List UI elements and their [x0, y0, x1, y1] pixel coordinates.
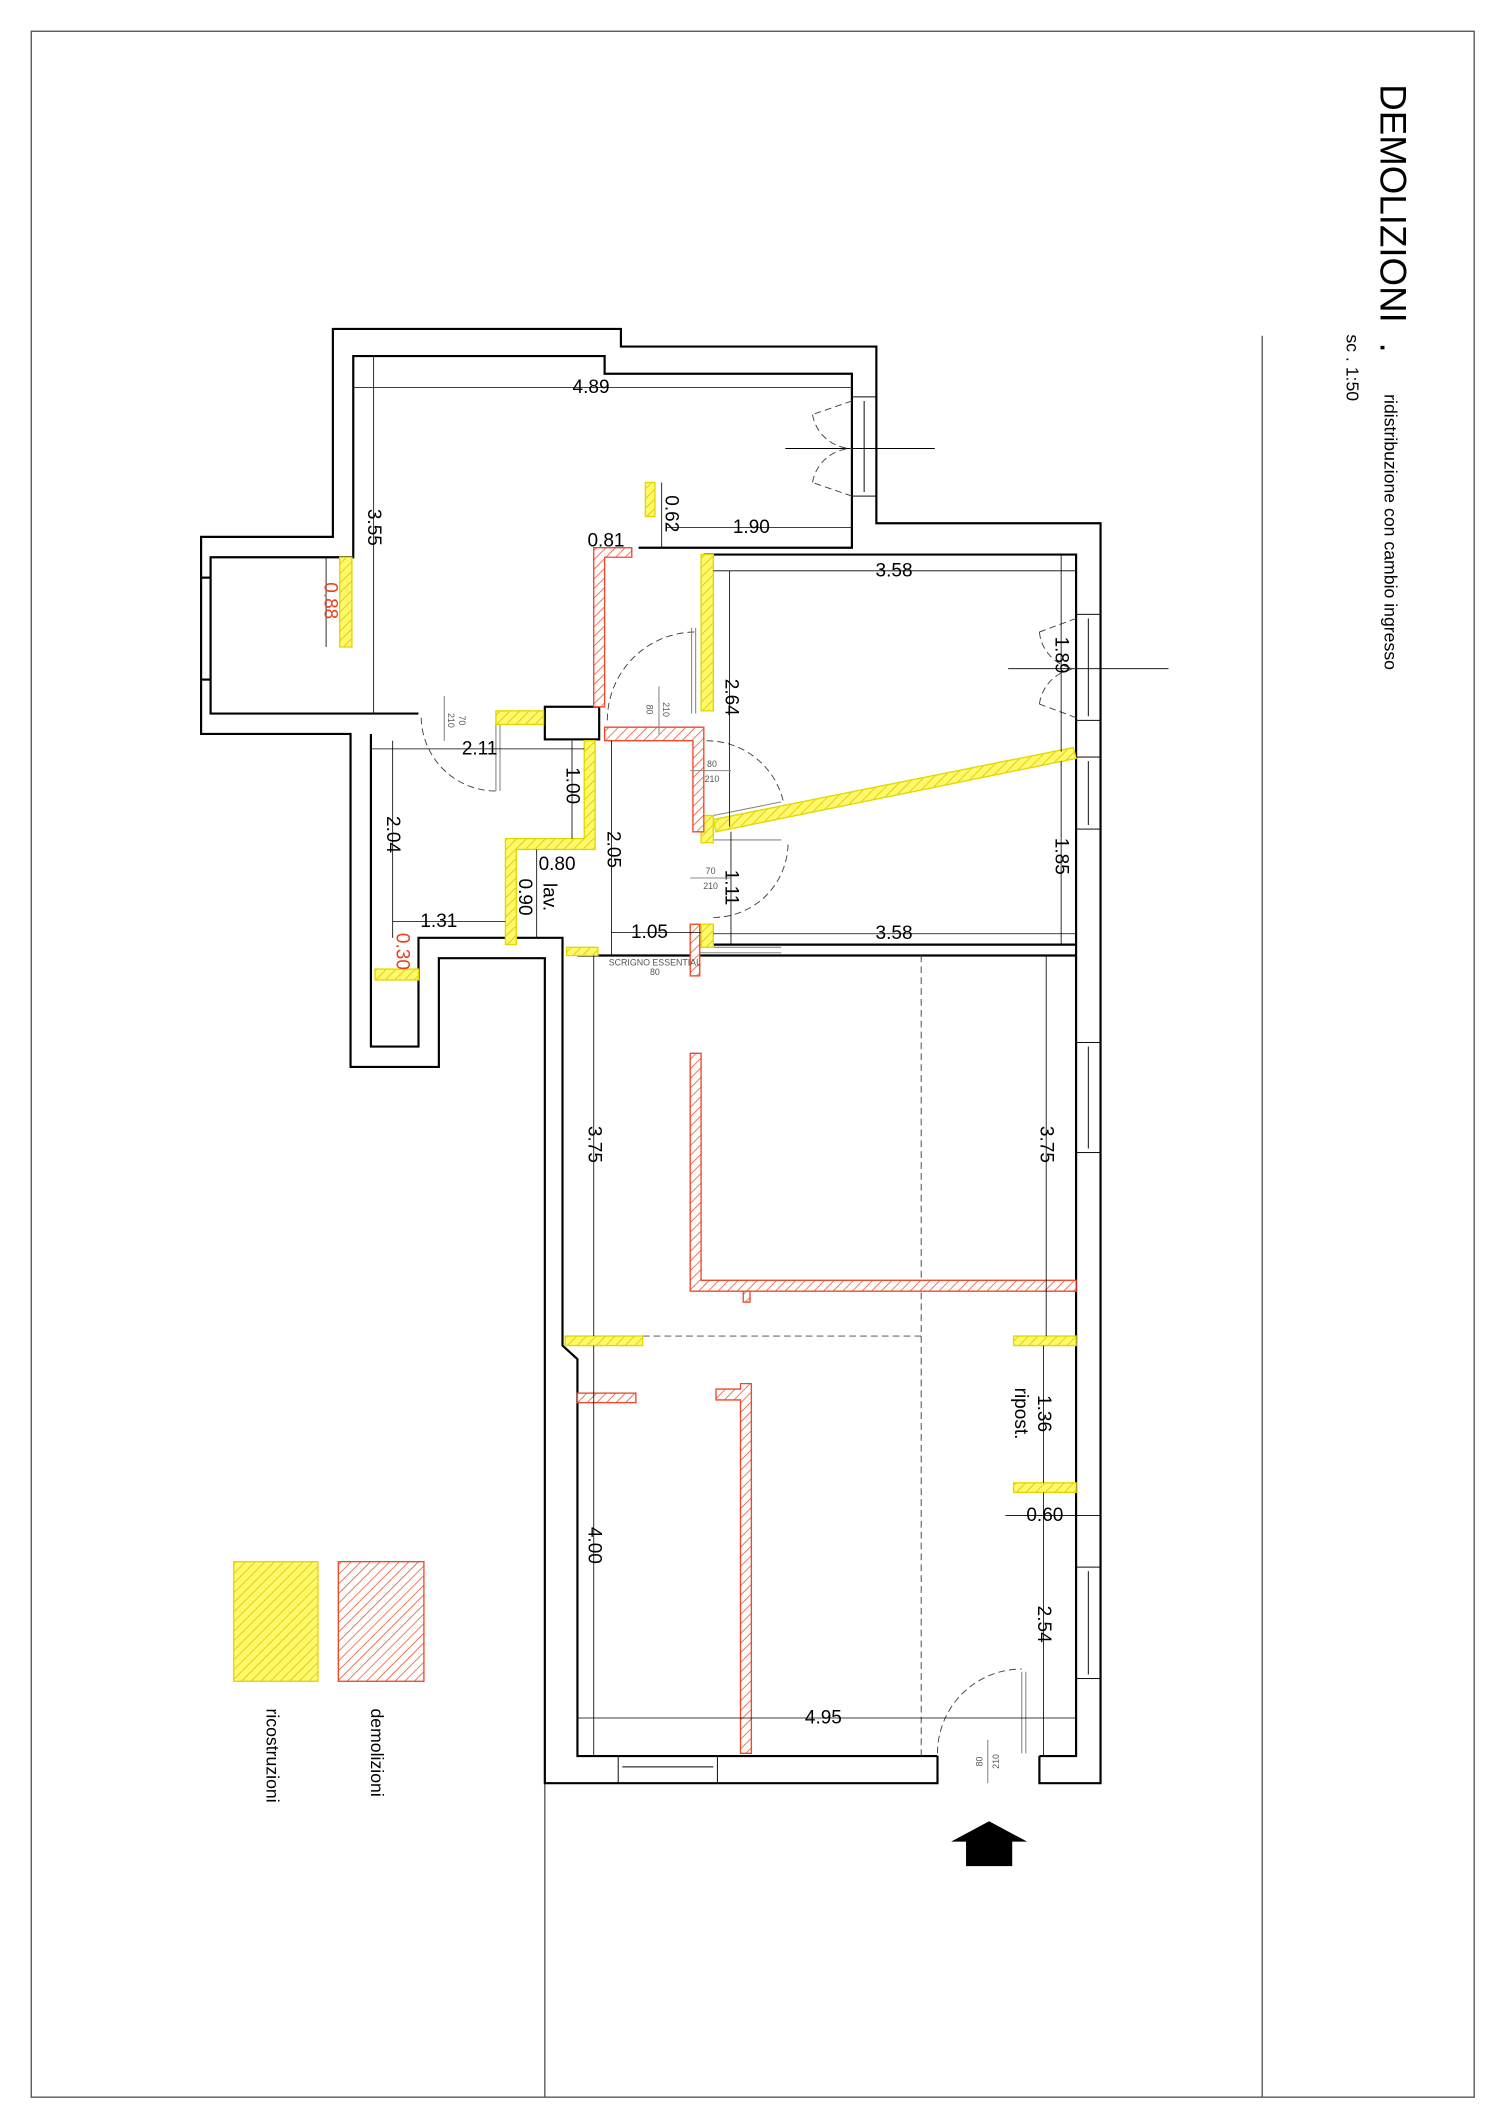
dim-label: 1.90: [733, 517, 770, 538]
dimension-lines: [325, 356, 1101, 1757]
dim-label: 4.95: [805, 1707, 842, 1728]
demolition-walls: [576, 547, 1077, 1754]
dim-label: 1.36: [1033, 1395, 1054, 1432]
dim-label: 1.89: [1051, 637, 1072, 674]
dim-label: 2.11: [462, 738, 498, 759]
dim-label: 2.05: [602, 831, 623, 868]
door-tag-width: 70: [706, 866, 716, 876]
title-separator: .: [1372, 343, 1413, 353]
door-tag-height: 210: [991, 1754, 1001, 1769]
arrow-up-icon: [951, 1821, 1028, 1867]
dim-label: 3.75: [1036, 1126, 1057, 1163]
door-tag-height: 210: [705, 774, 720, 784]
legend-swatch-demolizioni: [337, 1560, 425, 1682]
dim-label: 2.64: [720, 679, 741, 716]
reconstruction-walls: [338, 481, 1077, 1494]
legend-label-ricostruzioni: ricostruzioni: [262, 1708, 282, 1802]
dim-label: 1.31: [420, 911, 457, 932]
dim-label: 4.89: [573, 377, 610, 398]
dim-label: 1.00: [562, 767, 583, 804]
door-tag-height: 210: [703, 881, 718, 891]
door-swings: [420, 400, 1077, 1757]
dim-label: 0.90: [514, 879, 535, 916]
dim-label: 2.04: [382, 816, 403, 853]
dimension-labels: 4.89 3.55 0.88 0.62 1.90 0.81 3.58 2.64 …: [320, 377, 1072, 1729]
dim-label-demolition: 0.88: [320, 582, 341, 619]
dim-label: 0.60: [1026, 1505, 1063, 1526]
door-tag-width: 80: [707, 759, 717, 769]
dim-label: 0.80: [539, 854, 576, 875]
door-tag-height: 210: [661, 702, 671, 717]
dim-label: 3.55: [363, 509, 384, 546]
dim-label: 1.05: [631, 922, 668, 943]
drawing-title: DEMOLIZIONI: [1372, 84, 1413, 323]
sliding-door-tag: SCRIGNO ESSENTIAL: [609, 957, 701, 967]
dim-label: 4.00: [583, 1527, 604, 1564]
legend-label-demolizioni: demolizioni: [367, 1708, 387, 1796]
dim-label: 3.75: [583, 1126, 604, 1163]
windows: [617, 396, 1169, 1784]
legend: ricostruzioni demolizioni: [233, 1560, 425, 1803]
dim-label: 1.85: [1051, 838, 1072, 875]
sliding-door-width: 80: [650, 967, 660, 977]
room-label-storage: ripost.: [1010, 1388, 1031, 1440]
drawing-scale: sc . 1:50: [1342, 334, 1362, 401]
door-tag-width: 70: [457, 715, 467, 725]
door-tag-width: 80: [644, 705, 654, 715]
dim-label: 3.58: [876, 560, 913, 581]
sheet-border: [30, 30, 1475, 2098]
drawing-subtitle: ridistribuzione con cambio ingresso: [1381, 394, 1401, 670]
dim-label: 2.54: [1033, 1606, 1054, 1643]
door-tags: 70 210 80 210 80 210 70 210 80 210 SCRIG…: [443, 686, 1001, 1784]
door-tag-width: 80: [975, 1756, 985, 1766]
dim-label: 3.58: [876, 923, 913, 944]
dim-label: 1.11: [720, 870, 741, 906]
walls: [200, 327, 1102, 1785]
title-block: DEMOLIZIONI . ridistribuzione con cambio…: [1342, 84, 1413, 670]
room-label-bathroom: lav.: [538, 883, 559, 911]
door-tag-height: 210: [446, 713, 456, 728]
dim-label: 0.62: [661, 495, 682, 532]
dim-label: 0.81: [587, 530, 624, 551]
dim-label-demolition: 0.30: [392, 933, 413, 970]
legend-swatch-ricostruzioni: [233, 1560, 319, 1682]
